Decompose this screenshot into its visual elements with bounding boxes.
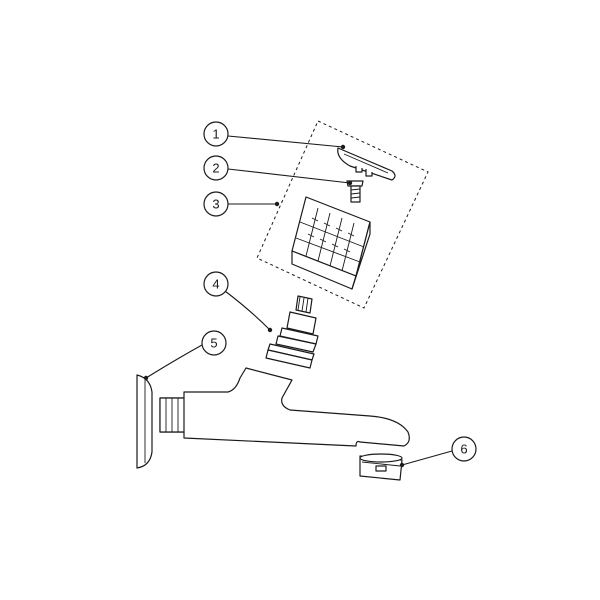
handle-cap-icon: [337, 147, 396, 181]
callout-label: 5: [210, 336, 217, 351]
cartridge-stem-icon: [265, 295, 319, 369]
spout-body-icon: [159, 367, 410, 447]
assembly-group-box: [256, 120, 429, 309]
callout-label: 3: [212, 197, 219, 212]
callout-4: 4: [203, 271, 229, 297]
leader-lines: [143, 135, 453, 468]
callout-1: 1: [203, 121, 229, 147]
callout-2: 2: [203, 155, 229, 181]
callout-label: 6: [460, 442, 467, 457]
wall-flange-icon: [136, 374, 153, 469]
callout-6: 6: [451, 436, 477, 462]
callout-label: 2: [212, 161, 219, 176]
handle-block-icon: [291, 196, 371, 290]
callout-label: 1: [212, 127, 219, 142]
callout-3: 3: [203, 191, 229, 217]
aerator-icon: [359, 453, 403, 481]
callout-5: 5: [201, 330, 227, 356]
callout-label: 4: [212, 277, 219, 292]
